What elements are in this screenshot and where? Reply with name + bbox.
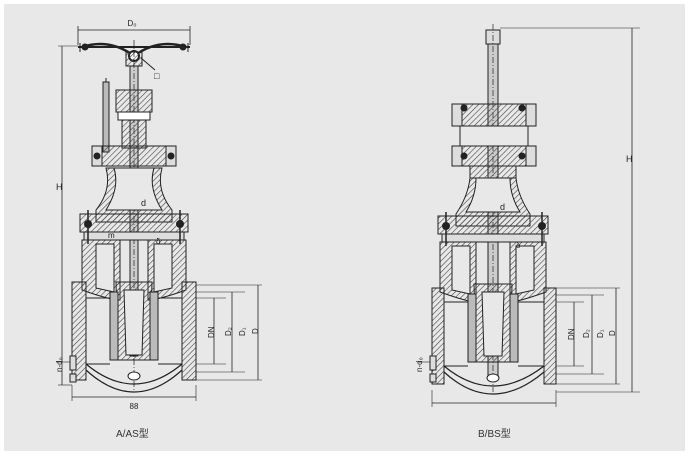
caption-b: B/BS型 [478, 429, 511, 440]
label-d0-a: D₀ [127, 19, 136, 28]
label-d-a: D [251, 328, 260, 334]
label-bolt-holes-b: n-d₀ [415, 357, 424, 372]
label-d2-a: D₂ [224, 327, 233, 336]
valve-b-drawing [418, 24, 640, 407]
handwheel [78, 42, 190, 71]
label-d1-a: D₁ [238, 327, 247, 336]
label-m-a: m [108, 231, 115, 240]
label-square-a: □ [154, 71, 160, 81]
label-face-to-face-a: 88 [130, 402, 139, 411]
caption-a: A/AS型 [116, 429, 149, 440]
label-delta-b: δ [516, 241, 521, 250]
valve-a-drawing [56, 26, 262, 401]
label-d2-b: D₂ [582, 329, 591, 338]
label-stem-a: d [141, 198, 146, 208]
label-d-b: D [608, 330, 617, 336]
label-stem-b: d [500, 202, 505, 212]
label-dn-b: DN [567, 328, 576, 340]
label-delta-a: δ [156, 237, 161, 246]
label-h-b: H [626, 154, 633, 164]
label-d1-b: D₁ [596, 329, 605, 338]
label-dn-a: DN [207, 326, 216, 338]
label-bolt-holes-a: n-d₀ [55, 357, 64, 372]
label-h-a: H [56, 182, 63, 192]
